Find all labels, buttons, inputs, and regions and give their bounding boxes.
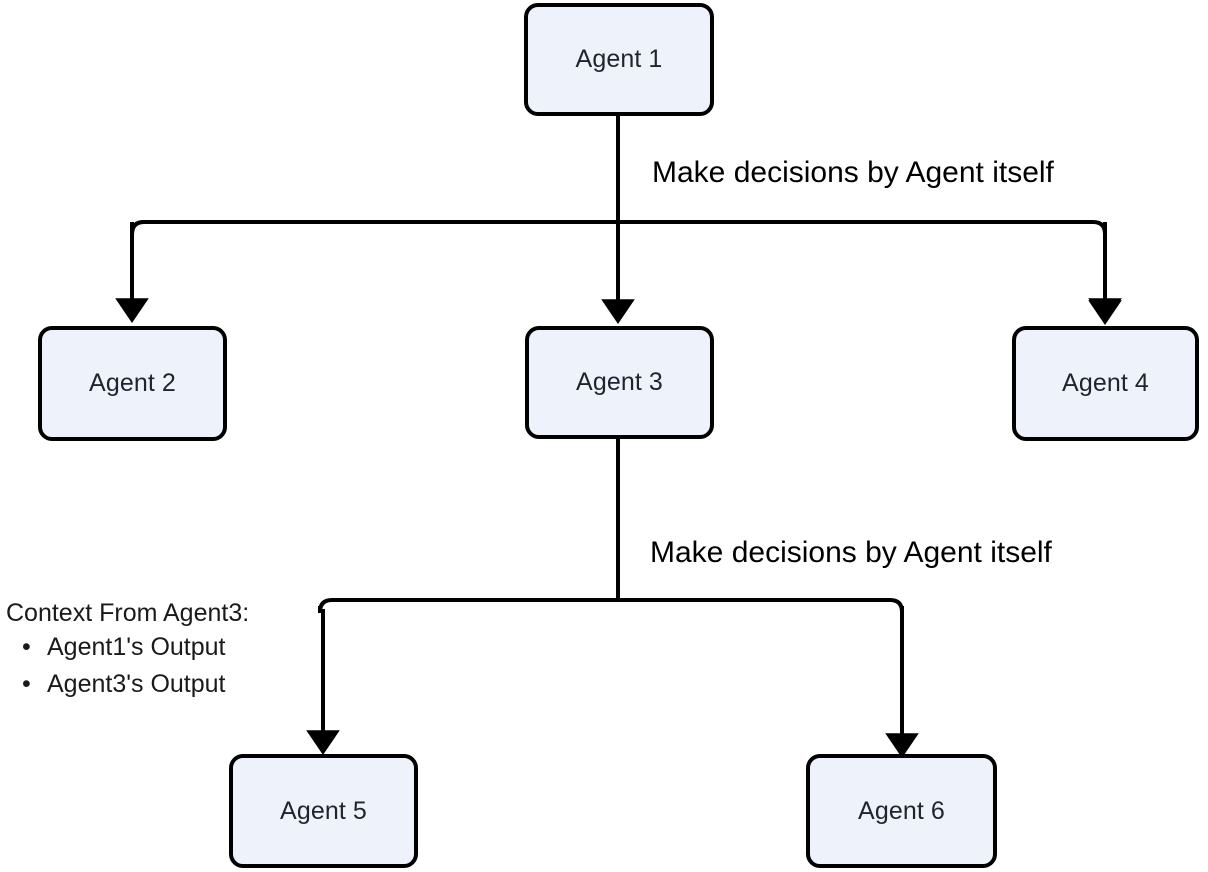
node-agent3[interactable]: Agent 3 (525, 326, 714, 439)
context-note-item-label: Agent1's Output (47, 633, 226, 661)
edge-bottom-bus (318, 598, 904, 613)
context-note: Context From Agent3: • Agent1's Output •… (0, 598, 249, 704)
node-agent1[interactable]: Agent 1 (524, 3, 714, 116)
node-agent5[interactable]: Agent 5 (229, 754, 418, 868)
node-agent4-label: Agent 4 (1062, 369, 1149, 397)
context-note-item: • Agent1's Output (0, 631, 249, 664)
context-note-item: • Agent3's Output (0, 668, 249, 701)
context-note-title: Context From Agent3: (6, 599, 250, 627)
bullet-glyph: • (22, 633, 31, 661)
node-agent5-label: Agent 5 (280, 796, 367, 825)
bullet-glyph: • (22, 669, 31, 698)
node-agent6-label: Agent 6 (858, 796, 945, 825)
node-agent6[interactable]: Agent 6 (806, 754, 997, 868)
edge-label-bottom: Make decisions by Agent itself (646, 534, 1056, 573)
node-agent2-label: Agent 2 (89, 369, 176, 397)
node-agent4[interactable]: Agent 4 (1012, 326, 1199, 441)
edge-agent3-to-agent5 (306, 606, 340, 755)
context-note-list: • Agent1's Output • Agent3's Output (0, 631, 249, 700)
node-agent2[interactable]: Agent 2 (38, 326, 227, 441)
node-agent1-label: Agent 1 (575, 45, 663, 73)
context-note-item-label: Agent3's Output (47, 669, 226, 698)
node-agent3-label: Agent 3 (576, 368, 663, 396)
edge-label-top: Make decisions by Agent itself (648, 154, 1058, 193)
